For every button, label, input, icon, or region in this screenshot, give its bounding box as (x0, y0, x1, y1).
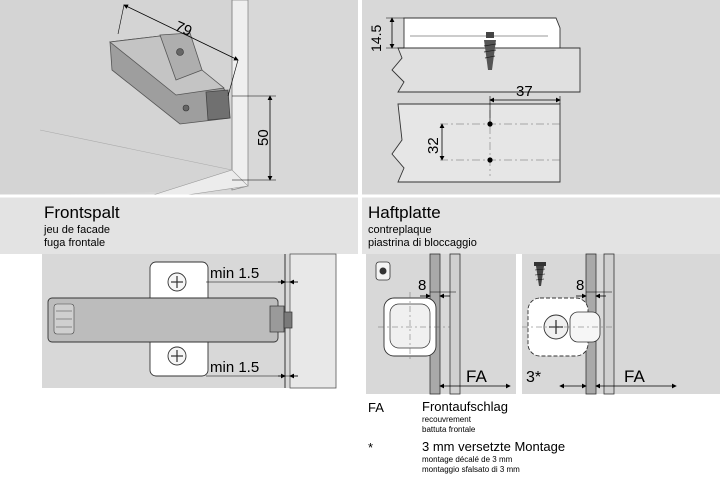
legend-fr: recouvrement (422, 415, 471, 424)
frontspalt-subtitle-fr: jeu de facade (44, 224, 111, 236)
drill-hole-lower (487, 157, 493, 163)
plate-left-offset-label: 8 (418, 277, 426, 294)
overlay-right-label: FA (624, 367, 645, 386)
front-gap-lower-label: min 1.5 (210, 359, 259, 376)
dim-plate-height-label: 14.5 (368, 25, 384, 52)
screw-icon (483, 32, 497, 70)
front-gap-plate (47, 261, 293, 377)
haftplatte-title: Haftplatte (368, 203, 441, 222)
plate-section-panel: 14.5 37 32 (362, 0, 720, 196)
dim-plate-width-label: 37 (516, 83, 533, 100)
front-gap-panel: min 1.5 min 1.5 (0, 196, 358, 389)
drilling-board (391, 103, 561, 183)
plate-side-view (403, 17, 561, 49)
plate-right-offset-label: 8 (576, 277, 584, 294)
shift-3mm-label: 3* (526, 369, 541, 386)
dim-height-label: 50 (255, 129, 272, 146)
legend-key: * (368, 440, 374, 455)
screw-icon (534, 262, 546, 286)
haftplatte-subtitle-fr: contreplaque (368, 224, 432, 236)
dim-line-width (123, 4, 239, 61)
front-gap-upper-label: min 1.5 (210, 265, 259, 282)
mounting-plate-panel: 8 FA 8 3* FA (362, 196, 720, 395)
legend-it: battuta frontale (422, 425, 476, 434)
legend-main: 3 mm versetzte Montage (422, 439, 566, 454)
mounting-plate-clip-icon (375, 261, 391, 281)
overlay-left-label: FA (466, 367, 487, 386)
haftplatte-subtitle-it: piastrina di bloccaggio (368, 237, 477, 249)
isometric-view-panel: 79 50 (0, 0, 358, 197)
legend-it: montaggio sfalsato di 3 mm (422, 465, 520, 474)
dim-width-label: 79 (172, 18, 194, 40)
frontspalt-title: Frontspalt (44, 203, 120, 222)
legend-fr: montage décalé de 3 mm (422, 455, 513, 464)
legend-main: Frontaufschlag (422, 399, 508, 414)
dim-hole-spacing-label: 32 (425, 137, 442, 154)
board-section (391, 47, 581, 93)
frontspalt-subtitle-it: fuga frontale (44, 237, 106, 249)
legend-key: FA (368, 400, 384, 415)
cabinet-side-edge (231, 0, 249, 191)
